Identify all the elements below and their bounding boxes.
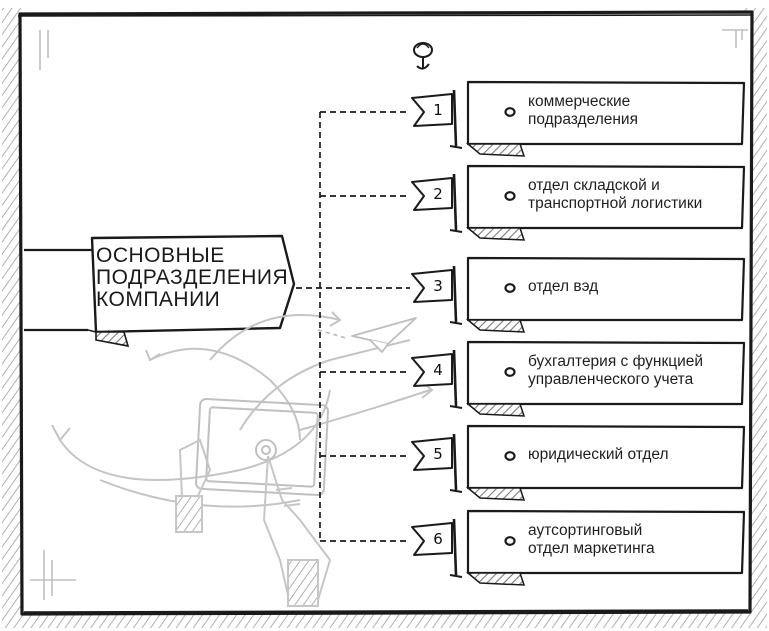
bullet-icon (506, 108, 515, 116)
department-label-line: отдел складской и (528, 177, 743, 195)
main-title: ОСНОВНЫЕ ПОДРАЗДЕЛЕНИЯ КОМПАНИИ (96, 245, 286, 311)
department-label-line: аутсортинговый (528, 522, 743, 540)
department-label-line: коммерческие (528, 93, 743, 111)
flag-number: 2 (426, 185, 450, 203)
bullet-icon (506, 284, 515, 292)
department-label-line: транспортной логистики (528, 195, 743, 213)
bullet-icon (506, 192, 515, 200)
main-title-line: ПОДРАЗДЕЛЕНИЯ (96, 267, 286, 289)
department-label-line: подразделения (528, 111, 743, 129)
main-title-line: КОМПАНИИ (96, 289, 286, 311)
department-label: юридический отдел (528, 446, 743, 464)
department-label-line: отдел маркетинга (528, 540, 743, 558)
department-label-line: управленческого учета (528, 371, 743, 389)
department-label-line: бухгалтерия с функцией (528, 353, 743, 371)
department-label: отдел вэд (528, 278, 743, 296)
bullet-icon (506, 452, 515, 460)
bullet-icon (506, 368, 515, 376)
bullet-icon (506, 537, 515, 545)
flag-number: 3 (426, 277, 450, 295)
flag-number: 1 (426, 101, 450, 119)
main-title-line: ОСНОВНЫЕ (96, 245, 286, 267)
flag-number: 5 (426, 445, 450, 463)
department-label-line: отдел вэд (528, 278, 743, 296)
flag-number: 4 (426, 361, 450, 379)
department-label-line: юридический отдел (528, 446, 743, 464)
flag-number: 6 (426, 530, 450, 548)
